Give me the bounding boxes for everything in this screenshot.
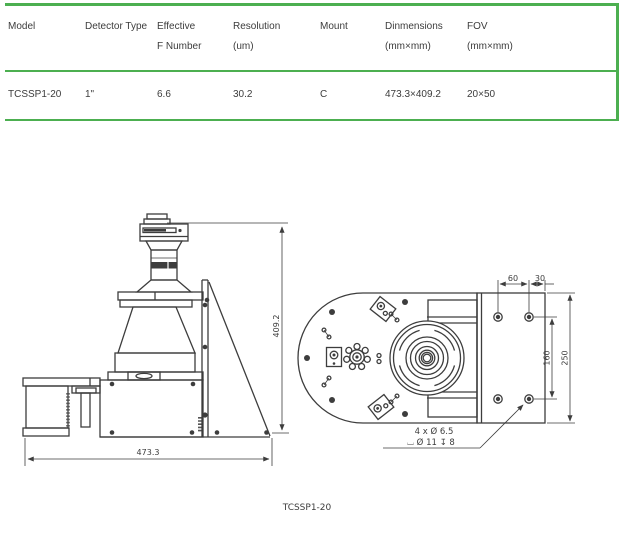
dim-label-409: 409.2	[272, 315, 281, 338]
side-view-left-assembly	[22, 377, 101, 437]
cell-resolution: 30.2	[233, 89, 253, 100]
top-view-dim-60-30: 60 30	[497, 274, 554, 312]
cell-model: TCSSP1-20	[8, 89, 62, 100]
cell-dimensions: 473.3×409.2	[385, 89, 441, 100]
side-view-drawing: 409.2 473.3	[22, 213, 289, 466]
col-header-dimensions: Dinmensions(mm×mm)	[385, 21, 443, 52]
side-view-mount-plate	[117, 291, 204, 308]
top-view-mounting-holes	[493, 312, 534, 404]
top-view-side-bracket	[325, 346, 343, 368]
top-view-lens-bracket	[427, 299, 478, 418]
top-view-adjustment-knob	[343, 342, 371, 371]
col-header-mount: Mount	[320, 21, 348, 32]
top-view-hole-callout: 4 x Ø 6.5 ⌴ Ø 11 ↧ 8	[383, 404, 524, 449]
technical-drawing: 409.2 473.3	[22, 213, 575, 513]
cell-f-number: 6.6	[157, 89, 171, 100]
side-view-height-dimension: 409.2	[167, 222, 289, 434]
top-view-drawing: 60 30 160 250 4 x Ø 6.5 ⌴ Ø 11 ↧ 8	[297, 274, 575, 449]
cell-detector: 1"	[85, 89, 95, 100]
top-view-lens-assembly	[389, 320, 465, 396]
side-view-width-dimension: 473.3	[24, 438, 273, 466]
top-view-mounting-plate	[476, 292, 546, 424]
side-view-base	[99, 379, 204, 438]
drawing-caption: TCSSP1-20	[282, 503, 332, 513]
top-view-plate-screws	[304, 299, 408, 417]
dim-label-30: 30	[535, 274, 545, 283]
dim-label-60: 60	[508, 274, 518, 283]
side-view-cone-body	[107, 306, 204, 381]
top-view-clamp-bracket-bottom	[367, 393, 395, 421]
top-view-dim-250: 250	[547, 292, 575, 424]
top-view-clamp-bracket-top	[369, 295, 397, 323]
dim-label-473: 473.3	[137, 448, 160, 457]
hole-note-line1: 4 x Ø 6.5	[415, 426, 454, 437]
side-view-camera-stack	[135, 213, 193, 293]
top-view-dim-160: 160	[534, 316, 557, 400]
table-row: TCSSP1-20 1" 6.6 30.2 C 473.3×409.2 20×5…	[5, 72, 616, 121]
top-view-small-screws	[321, 311, 400, 405]
top-view-stadium-plate	[297, 292, 478, 424]
col-header-resolution: Resolution(um)	[233, 21, 281, 52]
dim-label-160: 160	[543, 350, 552, 365]
hole-note-line2: ⌴ Ø 11 ↧ 8	[407, 437, 455, 448]
cell-fov: 20×50	[467, 89, 496, 100]
cell-mount: C	[320, 89, 328, 100]
col-header-fov: FOV(mm×mm)	[467, 21, 513, 52]
side-view-screws	[109, 297, 269, 435]
col-header-detector-type: Detector Type	[85, 21, 148, 32]
col-header-model: Model	[8, 21, 36, 32]
side-view-support-bracket	[100, 279, 271, 438]
dim-label-250: 250	[561, 350, 570, 365]
